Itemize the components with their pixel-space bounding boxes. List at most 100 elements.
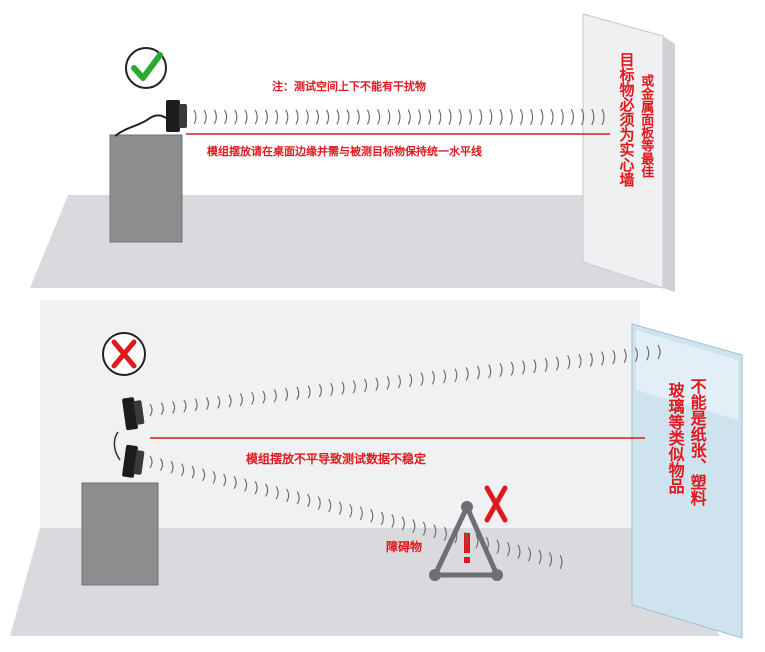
- glass-highlight: [636, 330, 738, 420]
- wave-arc: [224, 109, 228, 125]
- wave-arc: [560, 108, 564, 126]
- wave-arc: [431, 370, 435, 385]
- wave-arc: [326, 109, 330, 125]
- incorrect-setup-panel: 模组摆放不平导致测试数据不稳定 障碍物 不能是纸张、塑料 玻璃等类似物品: [0, 300, 765, 652]
- wave-arc: [217, 395, 221, 409]
- sensor-module-lower: [122, 444, 145, 478]
- wave-arc: [409, 373, 413, 388]
- wave-arc: [496, 539, 500, 554]
- wave-arc: [485, 536, 489, 552]
- wave-arc: [239, 393, 243, 407]
- wave-arc: [149, 455, 153, 469]
- wave-arc: [417, 109, 421, 125]
- wave-arc: [464, 531, 468, 546]
- wall-edge: [663, 36, 675, 292]
- module-cable: [114, 114, 171, 137]
- wave-arc: [422, 521, 426, 536]
- wave-arc: [296, 491, 300, 505]
- wave-arc: [412, 519, 416, 534]
- wave-arc: [149, 403, 153, 417]
- wave-arc: [349, 503, 353, 518]
- wave-arc: [318, 384, 322, 398]
- sensor-face: [179, 104, 187, 128]
- wave-arc: [570, 108, 574, 126]
- wave-arc: [527, 547, 532, 562]
- wave-arc: [273, 389, 277, 403]
- wave-arc: [359, 506, 363, 521]
- wave-arc: [296, 386, 300, 400]
- wave-arc: [420, 372, 424, 386]
- placement-warning: 模组摆放不平导致测试数据不稳定: [246, 452, 427, 466]
- wave-arc: [578, 353, 582, 369]
- x-glyph: [111, 339, 137, 369]
- wave-arc: [336, 109, 340, 125]
- wave-arc: [454, 368, 458, 383]
- ultrasonic-waves: [193, 108, 605, 126]
- wave-arc: [254, 109, 258, 125]
- wave-arc: [193, 109, 197, 125]
- wave-arc: [328, 498, 332, 513]
- wave-arc: [386, 376, 390, 390]
- table-box: [81, 482, 159, 586]
- wave-arc: [264, 109, 268, 125]
- wave-arc: [380, 511, 384, 526]
- wave-arc: [233, 476, 237, 490]
- target-recommendation-text: 或金属面板等最佳: [638, 74, 654, 178]
- wave-arc: [254, 481, 258, 495]
- wave-arc: [397, 374, 401, 389]
- wave-arc: [307, 493, 311, 508]
- wave-arc: [634, 347, 638, 362]
- correct-setup-panel: 注：测试空间上下不能有干扰物 模组摆放请在桌面边缘并需与被测目标物保持统一水平线…: [0, 0, 765, 300]
- table-box: [109, 134, 183, 243]
- ultrasonic-waves: [149, 344, 661, 570]
- wave-arc: [183, 399, 187, 413]
- wave-arc: [438, 109, 442, 125]
- wave-arc: [315, 109, 319, 125]
- wave-arc: [391, 514, 395, 528]
- wave-arc: [468, 109, 472, 125]
- wave-arc: [223, 473, 227, 487]
- wave-arc: [387, 109, 391, 125]
- wave-arc: [489, 109, 493, 125]
- wave-arc: [646, 346, 650, 361]
- wave-arc: [375, 377, 379, 391]
- checkmark-glyph: [131, 52, 163, 81]
- wave-arc: [284, 387, 289, 402]
- wave-arc: [212, 470, 216, 484]
- target-restriction-text: 不能是纸张、塑料: [687, 378, 707, 506]
- wave-arc: [251, 391, 255, 405]
- module-cable: [113, 431, 121, 461]
- wave-arc: [275, 486, 279, 500]
- wave-arc: [443, 526, 447, 541]
- wave-arc: [228, 394, 232, 408]
- wave-arc: [160, 402, 164, 416]
- wave-arc: [397, 109, 401, 125]
- wave-arc: [475, 534, 479, 549]
- wave-arc: [330, 382, 334, 397]
- incorrect-setup-illustration: [10, 300, 743, 639]
- wave-arc: [433, 524, 437, 539]
- wave-arc: [506, 542, 510, 557]
- wave-arc: [346, 109, 350, 125]
- wave-arc: [170, 460, 174, 474]
- wave-arc: [428, 109, 432, 125]
- wave-arc: [530, 108, 534, 126]
- wave-arc: [443, 369, 447, 384]
- wave-arc: [181, 463, 185, 477]
- wave-arc: [317, 496, 321, 510]
- wave-arc: [407, 109, 411, 125]
- wave-arc: [191, 465, 195, 479]
- wave-arc: [370, 509, 374, 523]
- sensor-module-upper: [122, 397, 145, 431]
- obstacle-label: 障碍物: [386, 540, 423, 554]
- wave-arc: [202, 468, 206, 482]
- wave-arc: [476, 365, 480, 380]
- correct-setup-illustration: [30, 13, 675, 292]
- wave-arc: [555, 356, 559, 371]
- wave-arc: [510, 361, 514, 376]
- wave-arc: [366, 109, 370, 125]
- wave-arc: [448, 109, 452, 125]
- background-band: [40, 300, 640, 528]
- wave-arc: [458, 109, 462, 125]
- wave-arc: [275, 109, 279, 125]
